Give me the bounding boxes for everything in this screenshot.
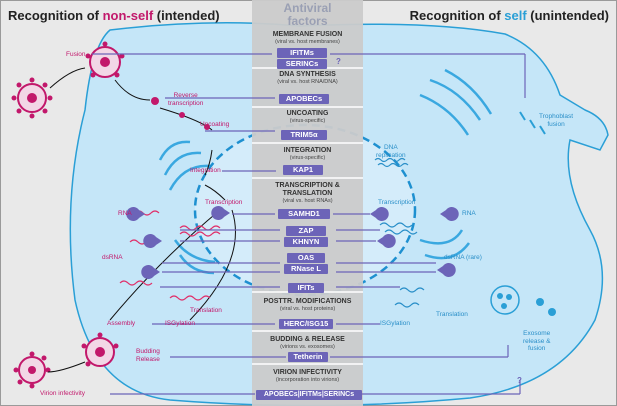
factor-ifits: IFITs bbox=[288, 283, 324, 293]
section-title: POSTTR. MODIFICATIONS bbox=[263, 298, 352, 305]
left-header-tail: (intended) bbox=[153, 8, 220, 23]
factor-tetherin: Tetherin bbox=[288, 352, 328, 362]
question-mark-exosome: ? bbox=[517, 376, 522, 385]
factor-samhd1: SAMHD1 bbox=[278, 209, 330, 219]
capsid-path bbox=[151, 97, 210, 130]
center-header-line2: factors bbox=[287, 14, 328, 28]
er-left bbox=[158, 140, 216, 275]
section-uncoating: UNCOATING(virus-specific) bbox=[252, 110, 363, 125]
label-dsrna-right: dsRNA (rare) bbox=[444, 254, 482, 261]
factor-oas: OAS bbox=[287, 253, 325, 263]
section-title-line2: TRANSLATION bbox=[282, 190, 333, 197]
section-subtitle: (viral vs. host proteins) bbox=[279, 306, 336, 312]
question-mark-fusion: ? bbox=[336, 57, 341, 66]
left-header: Recognition of non-self (intended) bbox=[8, 8, 220, 23]
label-transcription: Transcription bbox=[205, 199, 243, 206]
factor-rnasel: RNase L bbox=[284, 264, 328, 274]
factor-herc-isg15: HERC/ISG15 bbox=[279, 319, 333, 329]
factor-trim5a: TRIM5α bbox=[281, 130, 327, 140]
factor-kap1: KAP1 bbox=[283, 165, 323, 175]
right-header-text: Recognition of bbox=[409, 8, 505, 23]
label-reverse: Reverse bbox=[173, 92, 198, 99]
factor-zap: ZAP bbox=[286, 226, 326, 236]
label-translation-right: Translation bbox=[436, 311, 468, 318]
rna-sensors bbox=[126, 206, 459, 280]
factor-khnyn: KHNYN bbox=[284, 237, 328, 247]
label-trophoblast: Trophoblast bbox=[539, 113, 574, 120]
factor-virion-infectivity: APOBECs|IFITMs|SERINCs bbox=[256, 390, 362, 400]
label-rna-left: RNA bbox=[118, 210, 132, 217]
section-membrane-fusion: MEMBRANE FUSION(viral vs. host membranes… bbox=[252, 31, 363, 46]
label-exosome: Exosome bbox=[523, 330, 551, 337]
left-header-accent: non-self bbox=[102, 8, 154, 23]
section-title: TRANSCRIPTION & bbox=[275, 182, 340, 189]
label-dsrna-left: dsRNA bbox=[102, 254, 123, 261]
right-header-tail: (unintended) bbox=[526, 8, 609, 23]
label-integration: Integration bbox=[190, 167, 221, 174]
virion-bottomleft bbox=[13, 351, 51, 389]
connector-lines bbox=[92, 53, 526, 395]
section-transcription-translation: TRANSCRIPTION &TRANSLATION(viral vs. hos… bbox=[252, 182, 363, 205]
trophoblast-markers bbox=[519, 111, 546, 135]
label-budding: Budding bbox=[136, 348, 160, 355]
section-subtitle: (virions vs. exosomes) bbox=[280, 344, 335, 350]
label-isgylation-right: ISGylation bbox=[380, 320, 410, 327]
center-header-line1: Antiviral bbox=[283, 1, 332, 15]
section-title: UNCOATING bbox=[286, 110, 329, 117]
section-title: DNA SYNTHESIS bbox=[279, 71, 336, 78]
label-replication: replication bbox=[376, 151, 406, 159]
label-translation-left: Translation bbox=[190, 307, 222, 314]
right-header-accent: self bbox=[504, 8, 527, 23]
label-fusion: Fusion bbox=[66, 51, 86, 58]
label-transcription-right: Transcription bbox=[378, 199, 416, 206]
left-header-text: Recognition of bbox=[8, 8, 103, 23]
factor-serincs: SERINCs bbox=[277, 59, 327, 69]
factor-ifitms: IFITMs bbox=[277, 48, 327, 58]
rna-strands-right bbox=[374, 157, 425, 308]
section-budding-release: BUDDING & RELEASE(virions vs. exosomes) bbox=[252, 336, 363, 351]
virion-topleft bbox=[11, 77, 53, 119]
factor-apobecs: APOBECs bbox=[279, 94, 329, 104]
center-header: Antiviral factors bbox=[252, 2, 363, 28]
section-subtitle: (incorporation into virions) bbox=[275, 377, 340, 383]
label-dna: DNA bbox=[383, 144, 398, 151]
label-rna-right: RNA bbox=[462, 210, 476, 217]
section-title: BUDDING & RELEASE bbox=[270, 336, 345, 343]
label-transcription-rt: transcription bbox=[168, 99, 204, 107]
label-trophoblast-fusion-word: fusion bbox=[547, 120, 565, 128]
section-subtitle: (virus-specific) bbox=[289, 155, 326, 161]
label-release: Release bbox=[136, 355, 160, 363]
virion-budding bbox=[81, 332, 119, 367]
section-title: VIRION INFECTIVITY bbox=[273, 369, 342, 376]
section-integration: INTEGRATION(virus-specific) bbox=[252, 147, 363, 162]
section-subtitle: (viral vs. host RNA/DNA) bbox=[277, 79, 338, 85]
section-title: MEMBRANE FUSION bbox=[272, 31, 343, 38]
label-exosome-fusion: fusion bbox=[528, 345, 546, 352]
section-subtitle: (viral vs. host RNAs) bbox=[282, 198, 333, 204]
label-isgylation-left: ISGylation bbox=[165, 320, 195, 327]
section-posttr-modifications: POSTTR. MODIFICATIONS(viral vs. host pro… bbox=[252, 298, 363, 313]
right-header: Recognition of self (unintended) bbox=[410, 8, 609, 23]
label-assembly: Assembly bbox=[107, 320, 136, 327]
section-title: INTEGRATION bbox=[283, 147, 332, 154]
er-right bbox=[419, 68, 493, 260]
label-uncoating: Uncoating bbox=[200, 121, 230, 128]
label-virion-infectivity: Virion infectivity bbox=[40, 390, 86, 397]
section-virion-infectivity: VIRION INFECTIVITY(incorporation into vi… bbox=[252, 369, 363, 384]
exosomes bbox=[490, 285, 556, 316]
section-subtitle: (viral vs. host membranes) bbox=[275, 39, 340, 45]
label-release-and: release & bbox=[523, 337, 551, 345]
section-subtitle: (virus-specific) bbox=[289, 118, 326, 124]
section-dna-synthesis: DNA SYNTHESIS(viral vs. host RNA/DNA) bbox=[252, 71, 363, 86]
